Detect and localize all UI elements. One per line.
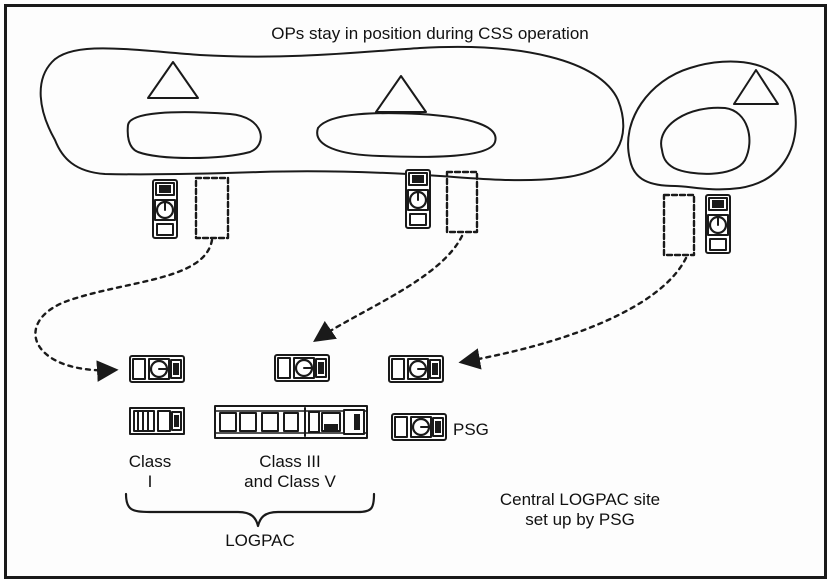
op-triangle-3 — [733, 69, 779, 105]
terrain-left — [39, 45, 625, 182]
label-class-i-line1: Class — [128, 452, 172, 471]
label-central-line2: set up by PSG — [525, 510, 635, 529]
vehicle-class-i — [129, 407, 185, 435]
vehicle-logpac-2 — [273, 353, 331, 383]
vacated-position-3 — [662, 193, 696, 257]
op-triangle-2 — [375, 75, 427, 113]
logpac-brace — [124, 492, 376, 528]
diagram-frame — [4, 4, 827, 579]
op-triangle-1 — [147, 61, 199, 99]
label-class-iii-line2: and Class V — [244, 472, 336, 491]
vehicle-op-1 — [151, 178, 179, 240]
vehicle-psg — [390, 412, 448, 442]
route-arrow-1 — [34, 238, 214, 382]
label-psg: PSG — [453, 420, 489, 439]
vacated-position-2 — [445, 170, 479, 234]
vehicle-logpac-1 — [128, 354, 186, 384]
vehicle-op-2 — [404, 168, 432, 230]
inner-oval-center — [316, 112, 497, 158]
label-logpac: LOGPAC — [225, 531, 295, 550]
vehicle-op-3 — [704, 193, 732, 255]
inner-oval-left — [126, 111, 262, 159]
label-class-i-line2: I — [147, 472, 153, 491]
label-central-line1: Central LOGPAC site — [499, 490, 661, 509]
vacated-position-1 — [194, 176, 230, 240]
inner-oval-right — [660, 106, 751, 175]
vehicle-logpac-3 — [387, 354, 445, 384]
diagram-title: OPs stay in position during CSS operatio… — [271, 24, 589, 43]
route-arrow-3 — [458, 256, 688, 370]
terrain-right — [627, 60, 797, 191]
vehicle-class-iii-v-convoy — [214, 405, 368, 439]
label-class-iii-line1: Class III — [259, 452, 321, 471]
route-arrow-2 — [313, 234, 464, 343]
